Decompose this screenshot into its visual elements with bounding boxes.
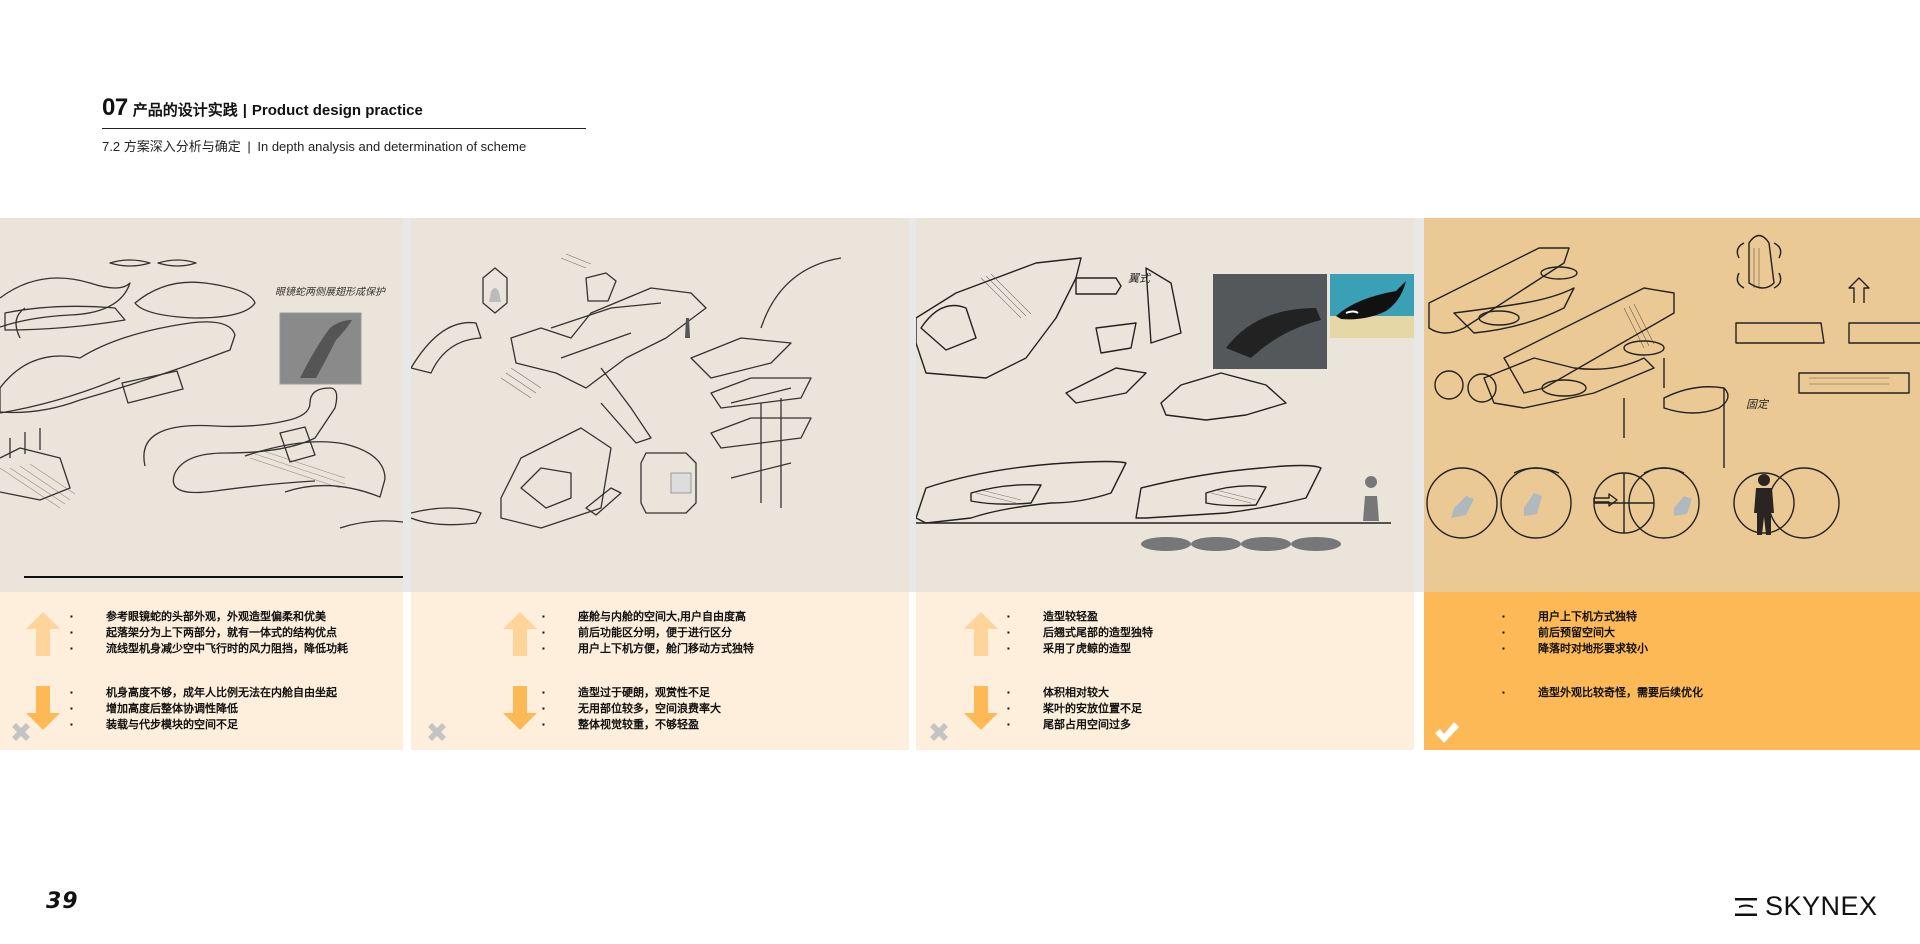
scheme-panel-2: 座舱与内舱的空间大,用户自由度高 前后功能区分明，便于进行区分 用户上下机方便，…	[411, 218, 909, 750]
section-title-en: Product design practice	[251, 102, 423, 119]
title-separator: |	[242, 102, 247, 119]
sketch-baseline	[24, 576, 403, 578]
pro-item: 用户上下机方便，舱门移动方式独特	[542, 641, 754, 657]
modular-cabin-sketch	[411, 253, 842, 529]
pro-item: 流线型机身减少空中飞行时的风力阻挡，降低功耗	[70, 641, 348, 657]
x-icon	[930, 723, 948, 741]
con-item: 尾部占用空间过多	[1007, 717, 1142, 733]
con-item: 增加高度后整体协调性降低	[70, 701, 337, 717]
scheme-comparison: 眼镜蛇两侧展翅形成保护 参考眼镜蛇的头部外观，外观造型偏柔和优美 起落架分为上下…	[0, 218, 1920, 750]
scheme-4-sketch: 固定	[1424, 218, 1920, 592]
scheme-4-notes: 用户上下机方式独特 前后预留空间大 降落时对地形要求较小 造型外观比较奇怪，需要…	[1424, 592, 1920, 750]
scheme-2-cons: 造型过于硬朗，观赏性不足 无用部位较多，空间浪费率大 整体视觉较重，不够轻盈	[542, 685, 721, 733]
brand-logo: SKYNEX	[1735, 891, 1878, 922]
pro-item: 造型较轻盈	[1007, 609, 1153, 625]
orca-vehicle-sketch: 翼式	[916, 257, 1414, 551]
scheme-3-notes: 造型较轻盈 后翘式尾部的造型独特 采用了虎鲸的造型 体积相对较大 桨叶的安放位置…	[916, 592, 1414, 750]
con-item: 装载与代步模块的空间不足	[70, 717, 337, 733]
subsection-number: 7.2	[102, 139, 121, 154]
panel-divider	[1414, 218, 1424, 592]
sketch-annotation: 翼式	[1128, 272, 1152, 285]
cobra-vehicle-sketch: 眼镜蛇两侧展翅形成保护	[0, 259, 403, 529]
drone-pod-sketch: 固定	[1426, 234, 1920, 539]
scheme-1-pros: 参考眼镜蛇的头部外观，外观造型偏柔和优美 起落架分为上下两部分，就有一体式的结构…	[70, 609, 348, 657]
con-item: 整体视觉较重，不够轻盈	[542, 717, 721, 733]
subtitle-separator: |	[247, 139, 251, 154]
title-divider	[102, 128, 586, 129]
scheme-2-sketch	[411, 218, 909, 592]
scheme-2-notes: 座舱与内舱的空间大,用户自由度高 前后功能区分明，便于进行区分 用户上下机方便，…	[411, 592, 909, 750]
pro-item: 用户上下机方式独特	[1502, 609, 1648, 625]
pro-item: 参考眼镜蛇的头部外观，外观造型偏柔和优美	[70, 609, 348, 625]
arrow-down-icon	[503, 686, 537, 730]
scheme-3-pros: 造型较轻盈 后翘式尾部的造型独特 采用了虎鲸的造型	[1007, 609, 1153, 657]
con-item: 造型过于硬朗，观赏性不足	[542, 685, 721, 701]
scheme-4-pros: 用户上下机方式独特 前后预留空间大 降落时对地形要求较小	[1502, 609, 1648, 657]
pro-item: 前后预留空间大	[1502, 625, 1648, 641]
pro-item: 起落架分为上下两部分，就有一体式的结构优点	[70, 625, 348, 641]
scheme-3-sketch: 翼式	[916, 218, 1414, 592]
scheme-3-cons: 体积相对较大 桨叶的安放位置不足 尾部占用空间过多	[1007, 685, 1142, 733]
subsection-title-cn: 方案深入分析与确定	[123, 139, 241, 154]
scheme-1-sketch: 眼镜蛇两侧展翅形成保护	[0, 218, 403, 592]
page-header: 07 产品的设计实践 | Product design practice 7.2…	[102, 94, 586, 155]
section-title: 07 产品的设计实践 | Product design practice	[102, 94, 586, 124]
scheme-4-cons: 造型外观比较奇怪，需要后续优化	[1502, 685, 1703, 701]
pro-item: 降落时对地形要求较小	[1502, 641, 1648, 657]
check-icon	[1435, 722, 1459, 743]
subsection-title: 7.2 方案深入分析与确定 | In depth analysis and de…	[102, 136, 586, 155]
scheme-panel-4: 固定 用户上下机方式独特 前后预留空间大 降落时对地形要求较小 造型外观比较奇怪…	[1424, 218, 1920, 750]
scheme-1-notes: 参考眼镜蛇的头部外观，外观造型偏柔和优美 起落架分为上下两部分，就有一体式的结构…	[0, 592, 403, 750]
scheme-1-cons: 机身高度不够，成年人比例无法在内舱自由坐起 增加高度后整体协调性降低 装载与代步…	[70, 685, 337, 733]
arrow-up-icon	[503, 612, 537, 656]
arrow-down-icon	[26, 686, 60, 730]
pro-item: 后翘式尾部的造型独特	[1007, 625, 1153, 641]
con-item: 桨叶的安放位置不足	[1007, 701, 1142, 717]
scheme-panel-1: 眼镜蛇两侧展翅形成保护 参考眼镜蛇的头部外观，外观造型偏柔和优美 起落架分为上下…	[0, 218, 403, 750]
x-icon	[12, 723, 30, 741]
con-item: 无用部位较多，空间浪费率大	[542, 701, 721, 717]
panel-divider	[909, 218, 916, 592]
arrow-up-icon	[26, 612, 60, 656]
scheme-2-pros: 座舱与内舱的空间大,用户自由度高 前后功能区分明，便于进行区分 用户上下机方便，…	[542, 609, 754, 657]
pro-item: 采用了虎鲸的造型	[1007, 641, 1153, 657]
skynex-logo-icon	[1735, 897, 1757, 916]
sketch-annotation: 固定	[1746, 398, 1770, 411]
section-title-cn: 产品的设计实践	[132, 102, 238, 119]
con-item: 体积相对较大	[1007, 685, 1142, 701]
con-item: 机身高度不够，成年人比例无法在内舱自由坐起	[70, 685, 337, 701]
arrow-up-icon	[964, 612, 998, 656]
pro-item: 座舱与内舱的空间大,用户自由度高	[542, 609, 754, 625]
con-item: 造型外观比较奇怪，需要后续优化	[1502, 685, 1703, 701]
sketch-annotation: 眼镜蛇两侧展翅形成保护	[275, 286, 386, 298]
x-icon	[428, 723, 446, 741]
page-number: 39	[46, 889, 79, 914]
pro-item: 前后功能区分明，便于进行区分	[542, 625, 754, 641]
brand-name: SKYNEX	[1765, 891, 1878, 921]
panel-divider	[403, 218, 411, 592]
arrow-down-icon	[964, 686, 998, 730]
section-number: 07	[102, 94, 128, 121]
subsection-title-en: In depth analysis and determination of s…	[257, 139, 527, 154]
scheme-panel-3: 翼式 造型较轻盈 后翘式尾部的造型独特 采用了虎鲸的造型 体积相对较大 桨叶的安…	[916, 218, 1414, 750]
